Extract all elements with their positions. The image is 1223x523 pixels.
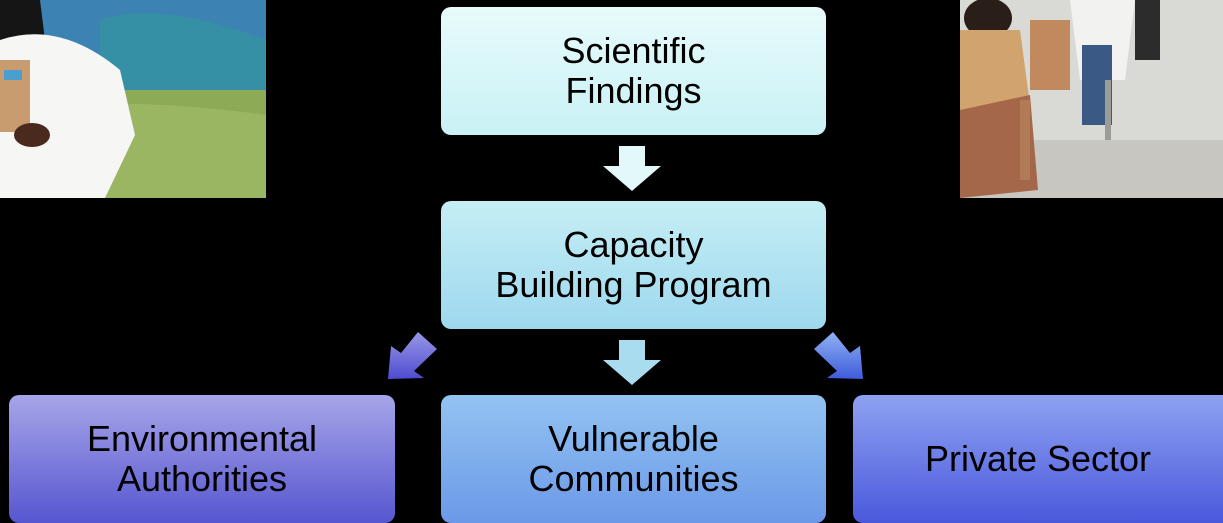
arrow-capacity-to-environmental (388, 332, 437, 379)
photo-audience-illustration (960, 0, 1223, 198)
photo-audience-seated (960, 0, 1223, 198)
node-environmental-authorities: Environmental Authorities (9, 395, 395, 523)
photo-woman-illustration (0, 0, 266, 198)
node-capacity-building-program: Capacity Building Program (441, 201, 826, 329)
arrow-findings-to-capacity-shape (603, 146, 661, 191)
arrow-findings-to-capacity (603, 146, 661, 191)
arrow-capacity-to-private-shape (814, 332, 863, 379)
node-vulnerable-communities: Vulnerable Communities (441, 395, 826, 523)
photo-woman-holding-booklet (0, 0, 266, 198)
arrow-capacity-to-vulnerable (603, 340, 661, 385)
node-private-sector: Private Sector (853, 395, 1223, 523)
arrow-capacity-to-vulnerable-shape (603, 340, 661, 385)
node-scientific-findings: Scientific Findings (441, 7, 826, 135)
arrow-capacity-to-environmental-shape (388, 332, 437, 379)
arrow-capacity-to-private (814, 332, 863, 379)
